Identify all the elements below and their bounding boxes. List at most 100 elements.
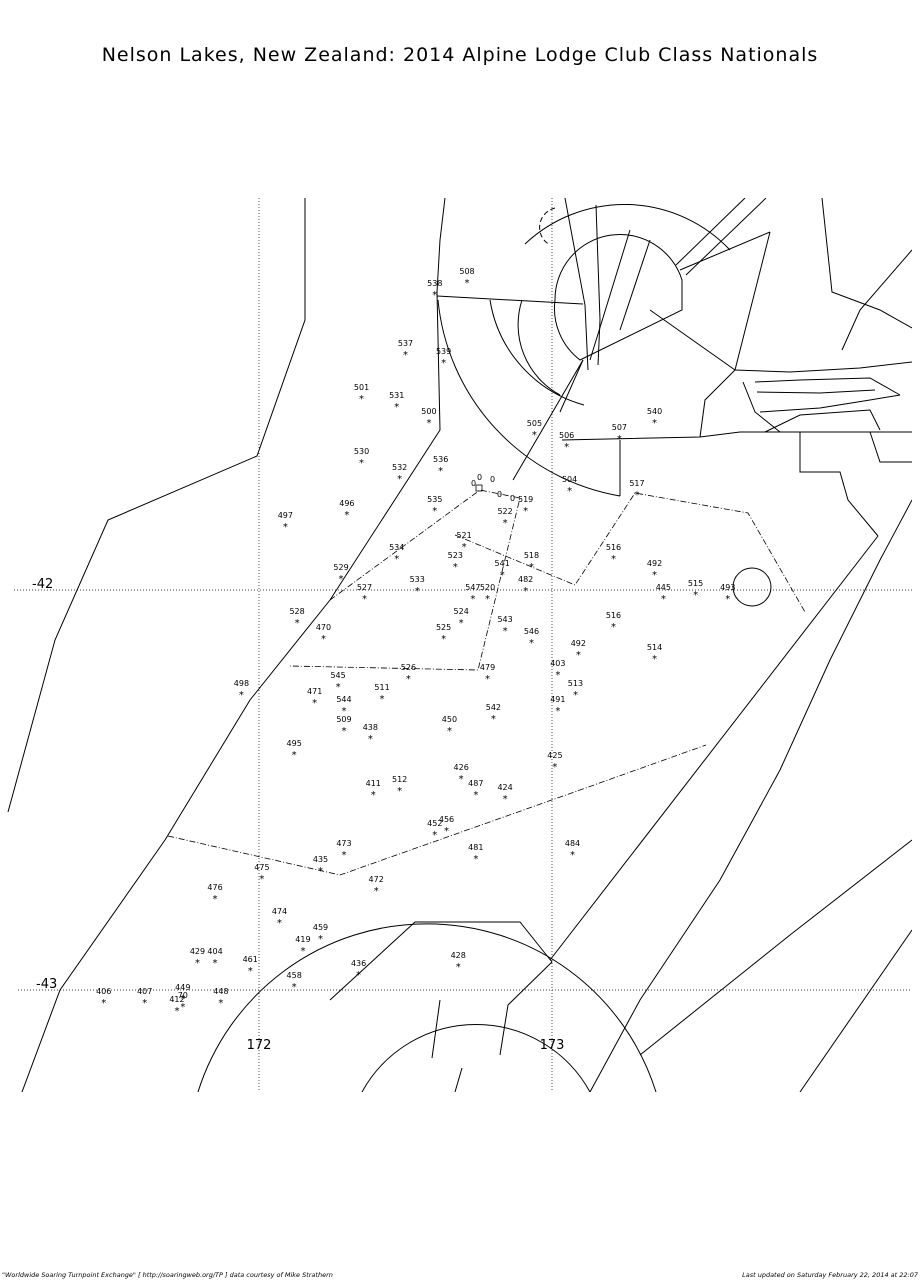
- turnpoint-label: 509: [336, 715, 351, 724]
- turnpoint-marker-icon: *: [473, 790, 478, 801]
- turnpoint-label: 456: [439, 815, 454, 824]
- turnpoint-label: 513: [568, 679, 583, 688]
- turnpoint-label: 484: [565, 839, 580, 848]
- turnpoint-marker-icon: *: [500, 570, 505, 581]
- airfield-ring: [732, 567, 772, 607]
- turnpoint-marker-icon: *: [341, 706, 346, 717]
- task-line: [289, 489, 521, 671]
- task-line: [454, 492, 806, 613]
- turnpoint-marker-icon: *: [213, 958, 218, 969]
- turnpoint-label: 540: [647, 407, 662, 416]
- turnpoint-label: 512: [392, 775, 407, 784]
- turnpoint-marker-icon: *: [292, 750, 297, 761]
- turnpoint-label: 508: [459, 267, 474, 276]
- turnpoint-marker-icon: *: [318, 934, 323, 945]
- turnpoint-label: 404: [207, 947, 222, 956]
- turnpoint-label: 507: [612, 423, 627, 432]
- turnpoint-label: 532: [392, 463, 407, 472]
- turnpoint-label: 519: [518, 495, 533, 504]
- turnpoint-marker-icon: *: [438, 466, 443, 477]
- turnpoint-marker-icon: *: [465, 278, 470, 289]
- turnpoint-label: 535: [427, 495, 442, 504]
- turnpoint-marker-icon: *: [277, 918, 282, 929]
- footer-updated: Last updated on Saturday February 22, 20…: [742, 1271, 918, 1279]
- turnpoint-marker-icon: *: [356, 970, 361, 981]
- turnpoint-marker-icon: *: [573, 690, 578, 701]
- airspace-boundary: [734, 231, 771, 371]
- turnpoint-marker-icon: *: [426, 418, 431, 429]
- turnpoint-label: 426: [454, 763, 469, 772]
- turnpoint-marker-icon: *: [248, 966, 253, 977]
- turnpoint-label: 474: [272, 907, 287, 916]
- turnpoint-marker-icon: *: [652, 654, 657, 665]
- control-zone-arc: [553, 234, 683, 361]
- latitude-label: -42: [32, 577, 53, 592]
- airfield-label: 0: [497, 490, 502, 499]
- page-title: Nelson Lakes, New Zealand: 2014 Alpine L…: [101, 44, 819, 66]
- coastline-east: [549, 535, 879, 961]
- turnpoint-marker-icon: *: [368, 734, 373, 745]
- turnpoint-marker-icon: *: [318, 866, 323, 877]
- turnpoint-marker-icon: *: [441, 634, 446, 645]
- airspace-boundary: [754, 377, 901, 396]
- turnpoint-label: 407: [137, 987, 152, 996]
- airspace-boundary: [685, 198, 767, 276]
- airspace-boundary: [821, 198, 912, 329]
- turnpoint-marker-icon: *: [344, 510, 349, 521]
- turnpoint-label: 424: [497, 783, 512, 792]
- turnpoint-label: 445: [656, 583, 671, 592]
- turnpoint-label: 449: [175, 983, 190, 992]
- airspace-boundary: [512, 359, 584, 481]
- turnpoint-label: 516: [606, 611, 621, 620]
- turnpoint-label: 526: [401, 663, 416, 672]
- turnpoint-marker-icon: *: [470, 594, 475, 605]
- coastline-west: [7, 198, 306, 813]
- turnpoint-label: 406: [96, 987, 111, 996]
- airspace-boundary: [841, 249, 912, 351]
- turnpoint-marker-icon: *: [218, 998, 223, 1009]
- turnpoint-label: 545: [330, 671, 345, 680]
- turnpoint-label: 435: [313, 855, 328, 864]
- turnpoint-marker-icon: *: [336, 682, 341, 693]
- turnpoint-label: 438: [363, 723, 378, 732]
- turnpoint-label: 544: [336, 695, 351, 704]
- turnpoint-marker-icon: *: [432, 506, 437, 517]
- turnpoint-label: 412: [169, 995, 184, 1004]
- turnpoint-label: 472: [369, 875, 384, 884]
- airspace-arc-large: [437, 299, 621, 497]
- turnpoint-marker-icon: *: [529, 562, 534, 573]
- ridge-line-east: [639, 839, 912, 1056]
- turnpoint-label: 541: [495, 559, 510, 568]
- turnpoint-marker-icon: *: [485, 594, 490, 605]
- turnpoint-label: 524: [454, 607, 469, 616]
- turnpoint-label: 521: [456, 531, 471, 540]
- turnpoint-marker-icon: *: [415, 586, 420, 597]
- airspace-boundary: [561, 431, 912, 441]
- turnpoint-marker-icon: *: [295, 618, 300, 629]
- turnpoint-label: 534: [389, 543, 404, 552]
- turnpoint-label: 514: [647, 643, 662, 652]
- turnpoint-marker-icon: *: [432, 830, 437, 841]
- turnpoint-marker-icon: *: [532, 430, 537, 441]
- turnpoint-marker-icon: *: [312, 698, 317, 709]
- turnpoint-marker-icon: *: [239, 690, 244, 701]
- airspace-boundary: [431, 999, 441, 1059]
- turnpoint-marker-icon: *: [652, 570, 657, 581]
- turnpoint-label: 481: [468, 843, 483, 852]
- turnpoint-marker-icon: *: [459, 618, 464, 629]
- turnpoint-marker-icon: *: [374, 886, 379, 897]
- turnpoint-label: 515: [688, 579, 703, 588]
- turnpoint-marker-icon: *: [403, 350, 408, 361]
- turnpoint-marker-icon: *: [180, 1002, 185, 1013]
- airspace-boundary: [559, 359, 584, 413]
- task-line: [167, 744, 707, 876]
- turnpoint-marker-icon: *: [283, 522, 288, 533]
- graticule: [14, 198, 912, 1092]
- turnpoint-label: 546: [524, 627, 539, 636]
- turnpoint-label: 547: [465, 583, 480, 592]
- turnpoint-marker-icon: *: [617, 434, 622, 445]
- turnpoint-label: 492: [571, 639, 586, 648]
- turnpoint-label: 70: [178, 991, 188, 1000]
